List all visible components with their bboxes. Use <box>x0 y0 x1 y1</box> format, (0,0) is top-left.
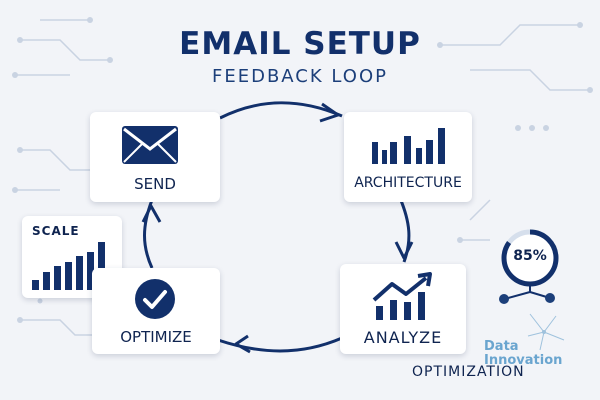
brand-sketch-icon <box>527 313 565 351</box>
arrow-head-top <box>319 102 340 123</box>
progress-gauge <box>499 229 559 304</box>
arrow-head-right <box>394 241 414 260</box>
gauge-value: 85% <box>513 248 547 264</box>
page-title: EMAIL SETUP <box>179 26 421 62</box>
scale-label: SCALE <box>32 224 80 238</box>
footer-caption: OPTIMIZATION <box>412 364 525 380</box>
brand-line-1: Data <box>484 339 519 354</box>
check-circle-icon <box>135 279 175 319</box>
arrow-head-left <box>141 204 162 223</box>
arrow-head-bottom <box>234 334 251 354</box>
page-subtitle: FEEDBACK LOOP <box>212 66 388 87</box>
architecture-label: ARCHITECTURE <box>354 175 462 191</box>
optimize-label: OPTIMIZE <box>120 328 192 346</box>
architecture-card: ARCHITECTURE <box>344 112 472 202</box>
send-card: SEND <box>90 112 220 202</box>
optimize-card: OPTIMIZE <box>92 268 220 354</box>
trend-chart-icon <box>372 272 432 320</box>
analyze-card: ANALYZE <box>340 264 466 354</box>
send-label: SEND <box>134 175 176 193</box>
envelope-icon <box>122 126 178 164</box>
growth-bars-icon <box>32 242 105 290</box>
analyze-label: ANALYZE <box>363 328 443 347</box>
brand-line-2: Innovation <box>484 353 563 368</box>
bar-chart-icon <box>372 128 445 164</box>
